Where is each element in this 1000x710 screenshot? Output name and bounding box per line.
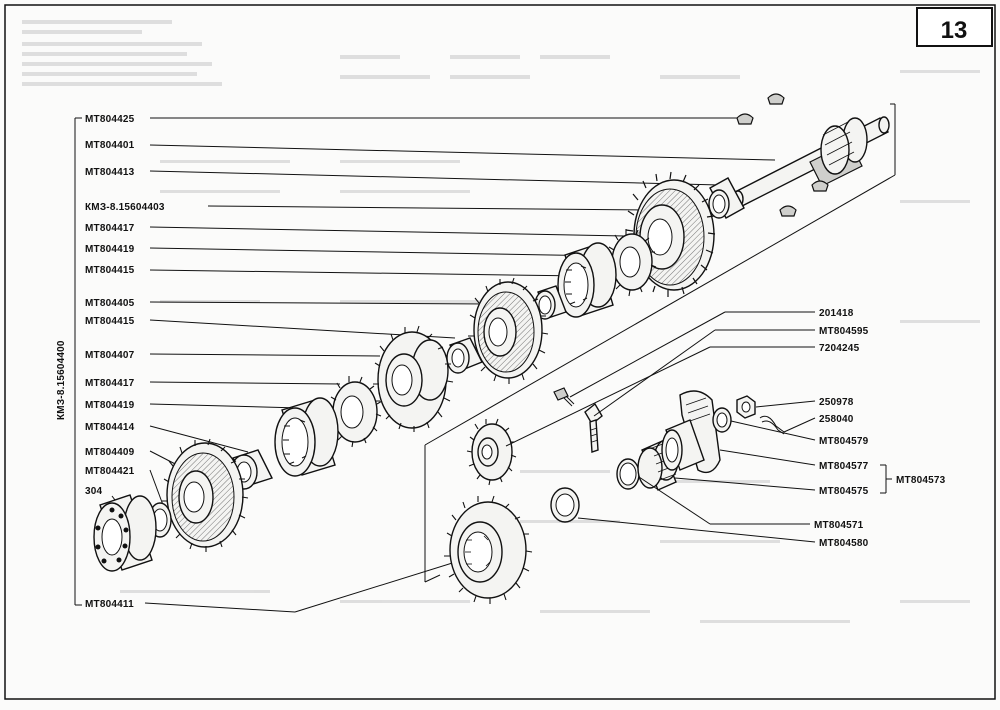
leader-lines [111, 103, 896, 613]
bushing-mt804413 [708, 177, 745, 219]
callout-mt804415-b: MT804415 [85, 316, 135, 327]
gear-mt804405 [468, 277, 549, 384]
callout-250978: 250978 [819, 397, 854, 408]
background-bleed-text [22, 20, 980, 623]
callout-mt804580: MT804580 [819, 538, 869, 549]
callout-mt804579: MT804579 [819, 436, 869, 447]
bushing-mt804415-lower [446, 337, 483, 374]
callout-mt804571: MT804571 [814, 520, 864, 531]
callout-mt804417-b: MT804417 [85, 378, 135, 389]
callout-mt804419-b: MT804419 [85, 400, 135, 411]
callout-201418: 201418 [819, 308, 854, 319]
gear-mt804417-upper [604, 229, 657, 297]
gear-mt804409 [162, 438, 249, 552]
gear-mt804411 [444, 495, 533, 604]
callout-304: 304 [85, 486, 103, 497]
callout-mt804595: MT804595 [819, 326, 869, 337]
group-label-mt804573: MT804573 [896, 475, 946, 486]
washer-mt804580 [550, 487, 580, 523]
callout-mt804577: MT804577 [819, 461, 869, 472]
callout-mt804413: MT804413 [85, 167, 135, 178]
gear-mt804407 [373, 325, 454, 432]
washer-mt804579 [712, 407, 732, 433]
bearing-304 [93, 494, 157, 572]
callout-km3-15604403: КМЗ-8.15604403 [85, 202, 165, 213]
nut-250978 [736, 395, 756, 419]
callout-mt804411: MT804411 [85, 599, 134, 610]
pin-mt804595 [584, 402, 603, 453]
callout-mt804415-a: MT804415 [85, 265, 135, 276]
callout-258040: 258040 [819, 414, 854, 425]
sleeve-mt804419-upper [557, 242, 617, 318]
callout-mt804414: MT804414 [85, 422, 135, 433]
callout-mt804421: MT804421 [85, 466, 135, 477]
page-frame [4, 4, 996, 700]
right-callouts: 201418 MT804595 7204245 250978 258040 MT… [814, 308, 946, 549]
callout-mt804401: MT804401 [85, 140, 135, 151]
callout-mt804405: MT804405 [85, 298, 135, 309]
main-shaft [732, 116, 890, 208]
callout-mt804575: MT804575 [819, 486, 869, 497]
left-callouts: MT804425 MT804401 MT804413 КМЗ-8.1560440… [85, 114, 165, 610]
callout-mt804417-a: MT804417 [85, 223, 135, 234]
cotter-pin-258040 [759, 415, 785, 435]
assembly-bracket-label: КМЗ-8.15604400 [56, 340, 67, 420]
page-number-box: 13 [916, 7, 993, 47]
callout-mt804419-a: MT804419 [85, 244, 135, 255]
right-leader-lines [505, 311, 892, 543]
callout-mt804407: MT804407 [85, 350, 135, 361]
sleeve-mt804419-lower [274, 397, 339, 477]
gear-km3-15604403 [625, 171, 716, 297]
bolt-201418 [553, 387, 575, 407]
callout-mt804425: MT804425 [85, 114, 135, 125]
woodruff-keys [736, 93, 829, 217]
callout-mt804409: MT804409 [85, 447, 135, 458]
ring-mt804571 [616, 458, 640, 490]
callout-7204245: 7204245 [819, 343, 860, 354]
housing-mt804577 [661, 390, 721, 474]
page-number: 13 [941, 17, 968, 44]
gear-7204245 [466, 418, 517, 486]
